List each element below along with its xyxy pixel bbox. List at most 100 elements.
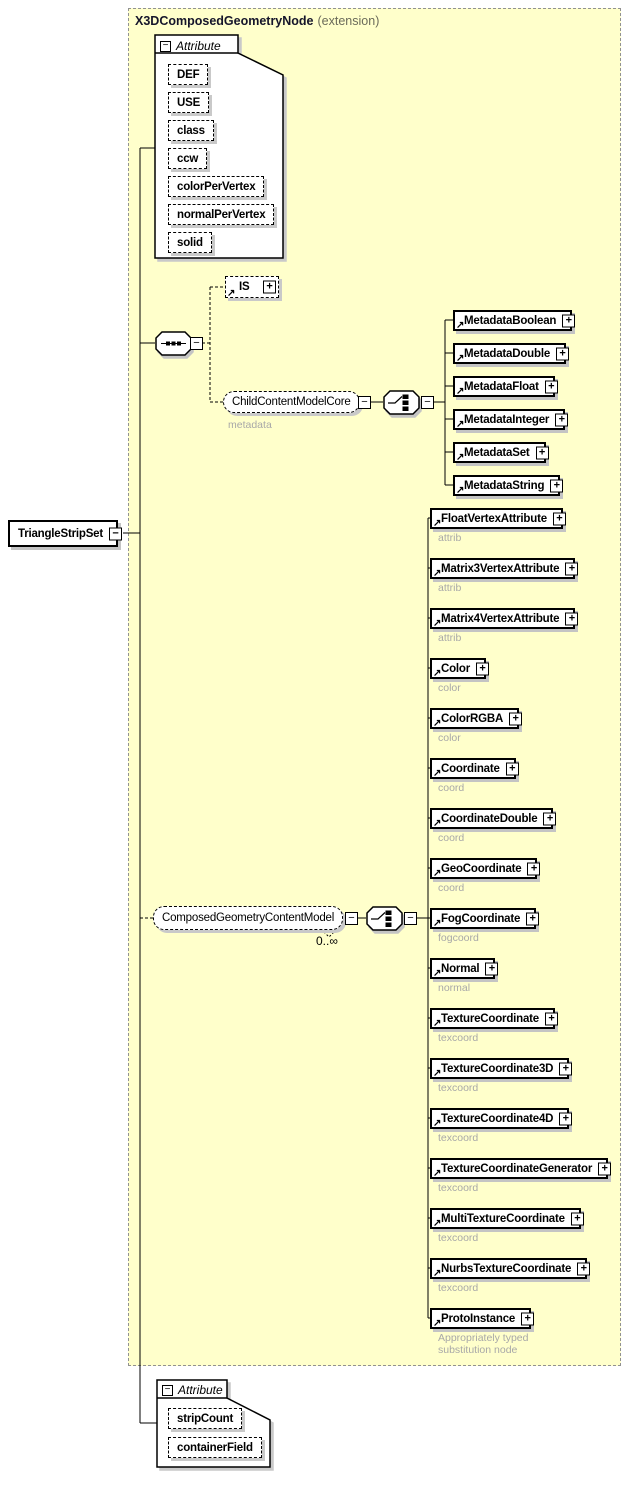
element-label: MultiTextureCoordinate <box>441 1212 565 1225</box>
element-label: MetadataSet <box>464 446 530 459</box>
expand-icon[interactable]: + <box>550 479 564 492</box>
expand-icon[interactable]: + <box>263 280 276 294</box>
field-name-label: Appropriately typed substitution node <box>438 1332 529 1357</box>
collapse-icon[interactable]: − <box>109 527 122 540</box>
collapse-icon[interactable]: − <box>358 396 371 409</box>
collapse-icon[interactable]: − <box>345 912 358 925</box>
element-metadataset[interactable]: ↗MetadataSet+ <box>453 442 549 463</box>
expand-icon[interactable]: + <box>565 612 579 625</box>
element-floatvertexattribute[interactable]: ↗FloatVertexAttribute+ <box>430 508 566 529</box>
expand-icon[interactable]: + <box>565 562 579 575</box>
expand-icon[interactable]: + <box>476 662 490 675</box>
region-title-text: X3DComposedGeometryNode <box>135 14 314 28</box>
collapse-icon[interactable]: − <box>404 912 417 925</box>
reference-arrow-icon: ↗ <box>433 1168 442 1179</box>
expand-icon[interactable]: + <box>505 762 519 775</box>
element-coordinatedouble[interactable]: ↗CoordinateDouble+ <box>430 808 557 829</box>
element-metadataboolean[interactable]: ↗MetadataBoolean+ <box>453 310 576 331</box>
expand-icon[interactable]: + <box>544 380 558 393</box>
element-fogcoordinate[interactable]: ↗FogCoordinate+ <box>430 908 540 929</box>
attribute-ccw[interactable]: ccw <box>168 148 208 169</box>
reference-arrow-icon: ↗ <box>433 618 442 629</box>
attribute-solid[interactable]: solid <box>168 232 212 253</box>
reference-arrow-icon: ↗ <box>456 386 465 397</box>
attribute-class[interactable]: class <box>168 120 214 141</box>
field-name-label: attrib <box>438 532 462 544</box>
expand-icon[interactable]: + <box>544 1012 558 1025</box>
attribute-containerfield[interactable]: containerField <box>168 1437 262 1458</box>
expand-icon[interactable]: + <box>598 1162 612 1175</box>
element-label: MetadataFloat <box>464 380 539 393</box>
expand-icon[interactable]: + <box>543 812 557 825</box>
region-title-suffix: (extension) <box>317 14 380 28</box>
element-matrix3vertexattribute[interactable]: ↗Matrix3VertexAttribute+ <box>430 558 579 579</box>
element-label: IS <box>239 281 250 293</box>
element-nurbstexturecoordinate[interactable]: ↗NurbsTextureCoordinate+ <box>430 1258 591 1279</box>
expand-icon[interactable]: + <box>556 347 570 360</box>
expand-icon[interactable]: + <box>521 1312 535 1325</box>
field-name-label: coord <box>438 832 465 844</box>
expand-icon[interactable]: + <box>570 1212 584 1225</box>
element-normal[interactable]: ↗Normal+ <box>430 958 499 979</box>
group-label: ChildContentModelCore <box>232 396 351 408</box>
expand-icon[interactable]: + <box>559 1062 573 1075</box>
field-name-label: attrib <box>438 632 462 644</box>
element-texturecoordinate3d[interactable]: ↗TextureCoordinate3D+ <box>430 1058 573 1079</box>
attribute-use[interactable]: USE <box>168 92 210 113</box>
attribute-colorpervertex[interactable]: colorPerVertex <box>168 176 265 197</box>
element-is[interactable]: ↗ IS + <box>225 276 279 299</box>
element-coordinate[interactable]: ↗Coordinate+ <box>430 758 519 779</box>
element-colorrgba[interactable]: ↗ColorRGBA+ <box>430 708 523 729</box>
element-matrix4vertexattribute[interactable]: ↗Matrix4VertexAttribute + <box>430 608 579 629</box>
element-texturecoordinate4d[interactable]: ↗TextureCoordinate4D+ <box>430 1108 573 1129</box>
group-childcontentmodelcore[interactable]: ChildContentModelCore <box>223 391 360 413</box>
field-name-label: normal <box>438 982 471 994</box>
field-name-label: attrib <box>438 582 462 594</box>
element-protoinstance[interactable]: ↗ProtoInstance+ <box>430 1308 535 1329</box>
reference-arrow-icon: ↗ <box>456 419 465 430</box>
sequence-compositor-icon <box>155 331 192 356</box>
element-geocoordinate[interactable]: ↗GeoCoordinate+ <box>430 858 541 879</box>
collapse-icon[interactable]: − <box>162 1384 173 1396</box>
expand-icon[interactable]: + <box>559 1112 573 1125</box>
attribute-group-top-label: Attribute <box>176 39 221 53</box>
element-texturecoordinategenerator[interactable]: ↗TextureCoordinateGenerator + <box>430 1158 612 1179</box>
element-label: Matrix4VertexAttribute <box>441 612 560 625</box>
expand-icon[interactable]: + <box>509 712 523 725</box>
element-metadatafloat[interactable]: ↗MetadataFloat + <box>453 376 558 397</box>
reference-arrow-icon: ↗ <box>433 518 442 529</box>
expand-icon[interactable]: + <box>552 512 566 525</box>
expand-icon[interactable]: + <box>577 1262 591 1275</box>
field-name-label: texcoord <box>438 1282 479 1294</box>
element-label: TextureCoordinateGenerator <box>441 1162 593 1175</box>
collapse-icon[interactable]: − <box>421 396 434 409</box>
collapse-icon[interactable]: − <box>190 337 203 350</box>
element-metadatastring[interactable]: ↗MetadataString+ <box>453 475 564 496</box>
element-metadatainteger[interactable]: ↗MetadataInteger+ <box>453 409 569 430</box>
expand-icon[interactable]: + <box>527 862 541 875</box>
element-label: GeoCoordinate <box>441 862 522 875</box>
expand-icon[interactable]: + <box>535 446 549 459</box>
expand-icon[interactable]: + <box>485 962 499 975</box>
expand-icon[interactable]: + <box>526 912 540 925</box>
element-metadatadouble[interactable]: ↗MetadataDouble+ <box>453 343 570 364</box>
element-multitexturecoordinate[interactable]: ↗MultiTextureCoordinate+ <box>430 1208 584 1229</box>
expand-icon[interactable]: + <box>562 314 576 327</box>
attribute-normalpervertex[interactable]: normalPerVertex <box>168 204 275 225</box>
attribute-label: USE <box>177 96 201 109</box>
element-trianglestripset[interactable]: TriangleStripSet − <box>8 520 122 547</box>
collapse-icon[interactable]: − <box>160 40 171 52</box>
element-color[interactable]: ↗Color+ <box>430 658 490 679</box>
reference-arrow-icon: ↗ <box>433 918 442 929</box>
attribute-def[interactable]: DEF <box>168 64 209 85</box>
element-label: Color <box>441 662 471 675</box>
reference-arrow-icon: ↗ <box>456 320 465 331</box>
attribute-label: class <box>177 124 205 137</box>
attribute-label: normalPerVertex <box>177 208 266 221</box>
attribute-stripcount[interactable]: stripCount <box>168 1408 243 1429</box>
field-name-label: coord <box>438 882 465 894</box>
group-composedgeometrycontentmodel[interactable]: ComposedGeometryContentModel <box>153 906 344 930</box>
field-name-label: texcoord <box>438 1132 479 1144</box>
expand-icon[interactable]: + <box>555 413 569 426</box>
element-texturecoordinate[interactable]: ↗TextureCoordinate+ <box>430 1008 558 1029</box>
